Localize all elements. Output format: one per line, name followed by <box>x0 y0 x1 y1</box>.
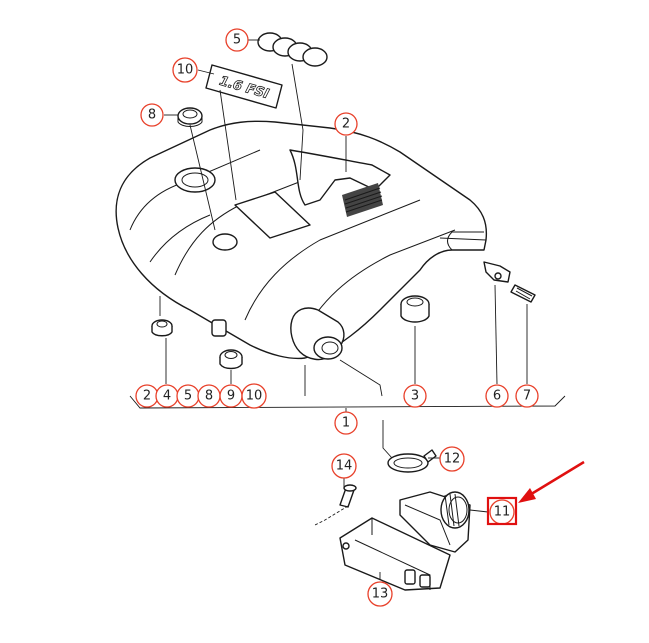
callout-2-bottom[interactable]: 2 <box>135 384 159 408</box>
callout-5-bottom[interactable]: 5 <box>176 384 200 408</box>
grommet-part-3 <box>400 295 430 323</box>
callout-1[interactable]: 1 <box>334 411 358 435</box>
callout-8-top[interactable]: 8 <box>140 103 164 127</box>
callout-3[interactable]: 3 <box>403 384 427 408</box>
o-rings-part-5 <box>257 32 328 67</box>
svg-text:8: 8 <box>205 389 213 404</box>
svg-text:6: 6 <box>493 389 501 404</box>
badge-part-10: 1.6 FSI <box>205 64 283 109</box>
svg-text:3: 3 <box>411 389 419 404</box>
callout-8-bottom[interactable]: 8 <box>197 384 221 408</box>
callout-6[interactable]: 6 <box>485 384 509 408</box>
callout-5-top[interactable]: 5 <box>225 28 249 52</box>
bolt-part-7 <box>510 284 536 303</box>
callout-2-top[interactable]: 2 <box>334 112 358 136</box>
hose-clamp-part-12 <box>387 449 437 473</box>
svg-text:11: 11 <box>494 505 511 520</box>
svg-text:1: 1 <box>342 416 350 431</box>
callout-10-bottom[interactable]: 10 <box>241 383 267 409</box>
svg-text:5: 5 <box>184 389 192 404</box>
svg-text:2: 2 <box>143 389 151 404</box>
highlight-box <box>486 496 518 526</box>
svg-text:14: 14 <box>336 459 353 474</box>
callout-11[interactable]: 11 <box>486 496 518 526</box>
callout-13[interactable]: 13 <box>367 581 393 607</box>
intake-connector-part-11 <box>399 491 471 553</box>
leader-lines <box>129 39 566 580</box>
svg-text:5: 5 <box>233 33 241 48</box>
svg-text:10: 10 <box>246 389 263 404</box>
grommet-part-4 <box>151 319 173 337</box>
callout-7[interactable]: 7 <box>515 384 539 408</box>
svg-text:12: 12 <box>444 452 461 467</box>
bolt-part-14 <box>339 484 357 508</box>
grommet-part-8 <box>177 107 203 127</box>
red-arrow-annotation <box>518 460 585 503</box>
svg-text:9: 9 <box>227 389 235 404</box>
svg-text:7: 7 <box>523 389 531 404</box>
callout-4[interactable]: 4 <box>155 384 179 408</box>
callout-12[interactable]: 12 <box>439 446 465 472</box>
callout-9[interactable]: 9 <box>219 384 243 408</box>
callout-14[interactable]: 14 <box>331 453 357 479</box>
svg-text:8: 8 <box>148 108 156 123</box>
svg-text:10: 10 <box>177 63 194 78</box>
svg-text:2: 2 <box>342 117 350 132</box>
sensor-part-6 <box>483 261 511 283</box>
bracket-part-13 <box>339 517 451 591</box>
callout-10-top[interactable]: 10 <box>172 57 198 83</box>
grommet-part-9 <box>219 349 243 370</box>
svg-text:4: 4 <box>163 389 171 404</box>
engine-cover <box>115 120 488 361</box>
svg-text:13: 13 <box>372 587 389 602</box>
